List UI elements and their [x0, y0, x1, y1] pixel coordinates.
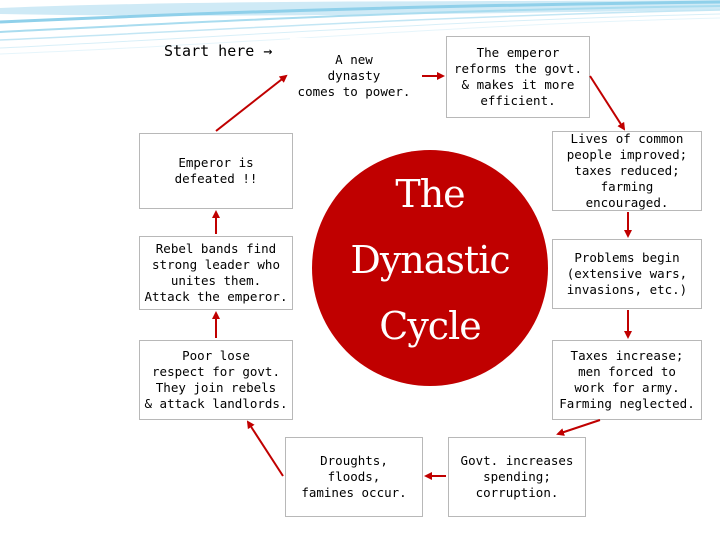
stage-taxes-increase: Taxes increase; men forced to work for a… [552, 340, 702, 420]
arrow-defeated-to-new-dynasty [215, 74, 288, 132]
dynastic-cycle-title: The Dynastic Cycle [312, 150, 548, 386]
arrow-droughts-to-lose-respect [246, 420, 284, 477]
stage-droughts: Droughts, floods, famines occur. [285, 437, 423, 517]
arrow-reforms-to-lives [589, 75, 626, 131]
title-line-3: Cycle [379, 304, 481, 348]
title-line-1: The [395, 172, 465, 216]
decorative-swoosh [0, 0, 720, 55]
stage-new-dynasty: A new dynasty comes to power. [290, 38, 418, 114]
stage-emperor-defeated: Emperor is defeated !! [139, 133, 293, 209]
start-here-label: Start here → [164, 42, 272, 60]
stage-problems-begin: Problems begin (extensive wars, invasion… [552, 239, 702, 309]
stage-lose-respect: Poor lose respect for govt. They join re… [139, 340, 293, 420]
stage-reforms: The emperor reforms the govt. & makes it… [446, 36, 590, 118]
stage-govt-spending: Govt. increases spending; corruption. [448, 437, 586, 517]
arrow-taxes-to-govt [556, 419, 601, 436]
stage-lives-improved: Lives of common people improved; taxes r… [552, 131, 702, 211]
start-here-text: Start here [164, 42, 255, 60]
title-line-2: Dynastic [350, 238, 510, 282]
stage-rebel-bands: Rebel bands find strong leader who unite… [139, 236, 293, 310]
arrow-right-icon: → [254, 42, 273, 60]
